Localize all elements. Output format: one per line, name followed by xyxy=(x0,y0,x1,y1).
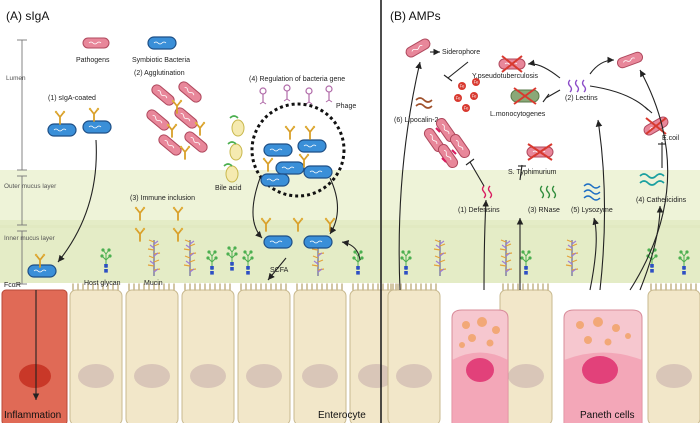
legend-pathogen-icon xyxy=(82,37,110,49)
outer-mucus-label: Outer mucus layer xyxy=(4,183,57,190)
siga-coated-label: (1) sIgA-coated xyxy=(48,95,96,102)
scfa-label: SCFA xyxy=(270,267,289,274)
l-mono-blocked xyxy=(510,87,540,105)
lumen-label: Lumen xyxy=(6,75,26,82)
siderophore-label: Siderophore xyxy=(442,49,480,56)
lipocalin-label: (6) Lipocalin-2 xyxy=(394,117,438,124)
s-typhimurium-label: S. Typhimurium xyxy=(508,169,557,176)
layer-brackets xyxy=(17,39,27,285)
immune-inclusion-label: (3) Immune inclusion xyxy=(130,195,195,202)
inner-mucus-background xyxy=(0,225,700,283)
agglutination-label: (2) Agglutination xyxy=(134,70,185,77)
paneth-cell-1 xyxy=(451,309,509,426)
host-glycan-label: Host glycan xyxy=(84,280,121,287)
enterocyte-label: Enterocyte xyxy=(318,410,366,421)
bile-acid-icon xyxy=(223,115,245,183)
lumen-background xyxy=(0,0,700,175)
defensin-pathogens xyxy=(421,115,473,171)
l-mono-label: L.monocytogenes xyxy=(490,111,546,118)
enterocyte-row xyxy=(1,283,700,426)
ecoil-label: E.coil xyxy=(662,135,680,142)
lectin-squiggle-icon xyxy=(567,79,587,93)
panel-a-title: (A) sIgA xyxy=(6,9,49,23)
ecoil-blocked xyxy=(641,114,671,138)
inner-mucus-label: Inner mucus layer xyxy=(4,235,56,242)
rnase-squiggle-icon xyxy=(539,185,557,199)
panel-b-arrows xyxy=(398,48,669,291)
cathelicidins-label: (4) Cathelicidins xyxy=(636,197,687,204)
legend-pathogens: Pathogens xyxy=(76,57,110,64)
fcar-label: FcαR xyxy=(4,282,21,289)
y-pseudo-blocked xyxy=(498,55,526,73)
legend-symbiotic-icon xyxy=(147,36,177,50)
regulation-circle xyxy=(250,102,346,198)
inflamed-cell xyxy=(1,289,68,426)
lysozyme-label: (5) Lysozyme xyxy=(571,207,613,214)
y-pseudo-label: Y.pseudotuberculosis xyxy=(472,73,539,80)
paneth-label: Paneth cells xyxy=(580,410,634,421)
paneth-cell-2 xyxy=(563,309,643,426)
panel-b-title: (B) AMPs xyxy=(390,9,441,23)
phage-label: Phage xyxy=(336,103,356,110)
rnase-label: (3) RNase xyxy=(528,207,560,214)
regulation-label: (4) Regulation of bacteria gene xyxy=(249,76,345,83)
lectins-label: (2) Lectins xyxy=(565,95,598,102)
defensins-label: (1) Defensins xyxy=(458,207,500,214)
s-typhimurium-blocked xyxy=(526,143,554,161)
lipocalin-icon xyxy=(415,97,433,109)
inflammation-label: Inflammation xyxy=(4,410,61,421)
defensin-squiggle-icon xyxy=(481,185,493,199)
legend-symbiotic: Symbiotic Bacteria xyxy=(132,57,190,64)
mucin-label: Mucin xyxy=(144,280,163,287)
cathelicidin-wave-icon xyxy=(639,173,665,186)
panel-a-arrows xyxy=(32,139,361,400)
outer-mucus-background xyxy=(0,170,700,225)
lysozyme-squiggle-icon xyxy=(583,183,601,201)
bile-acid-label: Bile acid xyxy=(215,185,242,192)
